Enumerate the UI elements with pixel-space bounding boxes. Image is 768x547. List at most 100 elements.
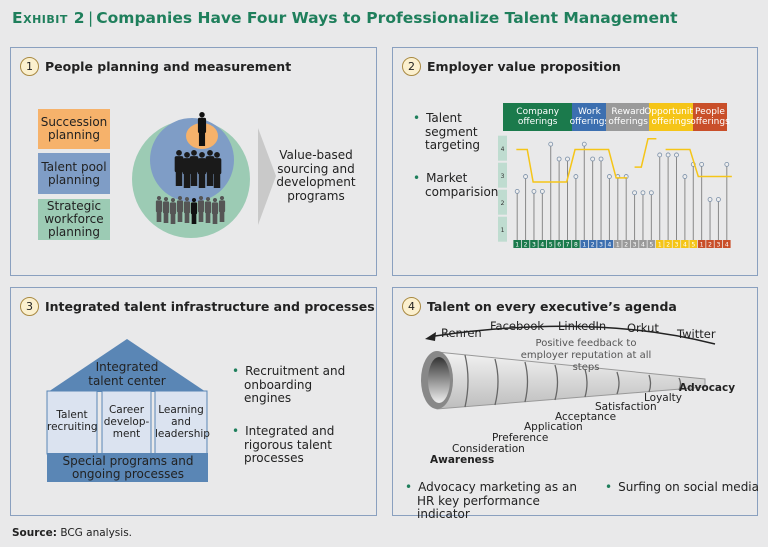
talent-funnel-diagram: [421, 325, 716, 410]
person-icon: [197, 152, 207, 188]
item-number-box: [546, 240, 555, 248]
exhibit-number: Exhibit 2: [12, 9, 86, 27]
offering-header-2: Reward offerings: [606, 103, 650, 131]
person-icon: [182, 152, 192, 188]
score-point: [699, 162, 705, 167]
bullet-recruitment: Recruitment and onboarding engines: [232, 364, 352, 406]
stage-preference: Preference: [492, 432, 549, 444]
y-tick-label: 3: [501, 173, 505, 180]
score-point: [724, 162, 730, 167]
item-number-label: 3: [717, 242, 721, 249]
item-number-box: [572, 240, 580, 248]
person-icon: [197, 112, 207, 146]
source-label: Source:: [12, 527, 57, 539]
network-renren: Renren: [441, 326, 482, 340]
score-point: [539, 189, 545, 194]
person-icon: [176, 196, 184, 222]
item-number-label: 2: [624, 242, 628, 249]
item-number-box: [521, 240, 530, 248]
item-number-box: [697, 240, 706, 248]
pillar-career-development: Career develop- ment: [103, 404, 150, 440]
bullet-talent-processes: Integrated and rigorous talent processes: [232, 424, 352, 466]
item-number-label: 2: [524, 242, 528, 249]
base-label: Special programs and ongoing processes: [62, 454, 194, 481]
pillar-learning-leadership: Learning and leadership: [155, 404, 210, 440]
score-point: [531, 189, 537, 194]
item-number-box: [672, 240, 681, 248]
item-number-box: [655, 240, 664, 248]
item-number-box: [605, 240, 614, 248]
y-tick-label: 2: [501, 200, 505, 207]
network-linkedin: LinkedIn: [558, 319, 607, 333]
item-number-label: 4: [683, 242, 687, 249]
item-number-box: [563, 240, 572, 248]
item-number-label: 3: [532, 242, 536, 249]
item-number-label: 1: [515, 242, 519, 249]
person-icon: [205, 150, 215, 186]
item-number-box: [622, 240, 630, 248]
target-line: [665, 148, 732, 178]
item-number-box: [630, 240, 639, 248]
stage-advocacy: Advocacy: [679, 382, 736, 394]
step-number-badge: 3: [20, 297, 39, 316]
y-tick-band: [498, 189, 507, 215]
item-number-label: 5: [691, 242, 695, 249]
item-number-box: [614, 240, 622, 248]
pillar-talent-recruiting: Talent recruiting: [47, 409, 98, 433]
score-point: [716, 197, 721, 202]
person-icon: [169, 198, 177, 224]
score-point: [707, 197, 713, 202]
item-number-label: 6: [557, 242, 561, 249]
item-number-box: [664, 240, 672, 248]
score-point: [565, 156, 570, 162]
funnel-rings: [464, 354, 682, 408]
person-icon: [204, 197, 212, 223]
roof-label: Integrated talent center: [88, 360, 166, 388]
person-icon: [197, 196, 205, 222]
person-icon: [183, 197, 191, 223]
item-number-box: [597, 240, 605, 248]
person-icon: [212, 152, 222, 188]
score-point: [674, 152, 679, 158]
item-number-label: 1: [700, 242, 704, 249]
panel-title-text: Talent on every executive’s agenda: [427, 299, 677, 314]
step-number-badge: 1: [20, 57, 39, 76]
outcome-text: Value-based sourcing and development pro…: [276, 148, 356, 203]
item-number-box: [555, 240, 563, 248]
bullet-social-media: Surfing on social media: [605, 480, 759, 495]
source-text: BCG analysis.: [60, 527, 133, 539]
arrow-head-icon: [425, 332, 436, 341]
score-point: [523, 174, 528, 179]
item-number-label: 3: [633, 242, 637, 249]
item-number-label: 8: [574, 242, 578, 249]
item-number-box: [647, 240, 656, 248]
title-text: Companies Have Four Ways to Professional…: [96, 9, 678, 27]
item-number-label: 1: [616, 242, 620, 249]
y-tick-band: [498, 162, 507, 188]
score-point: [640, 190, 646, 196]
target-line: [634, 138, 657, 168]
stage-acceptance: Acceptance: [555, 411, 617, 423]
offering-header-4: People offerings: [690, 103, 730, 131]
item-number-box: [580, 240, 589, 248]
score-point: [657, 152, 663, 158]
stage-application: Application: [524, 421, 583, 433]
score-point: [648, 190, 654, 196]
score-point: [598, 156, 604, 162]
item-number-box: [681, 240, 689, 248]
score-point: [556, 156, 562, 162]
item-number-box: [714, 240, 723, 248]
score-point: [573, 174, 579, 179]
person-icon: [174, 150, 184, 186]
house-base: [47, 453, 208, 482]
panel-title-text: People planning and measurement: [45, 59, 292, 74]
item-number-label: 2: [666, 242, 670, 249]
score-point: [632, 190, 637, 196]
pillar-bg: [154, 390, 208, 455]
item-number-box: [706, 240, 714, 248]
pillar-bg: [101, 390, 152, 455]
